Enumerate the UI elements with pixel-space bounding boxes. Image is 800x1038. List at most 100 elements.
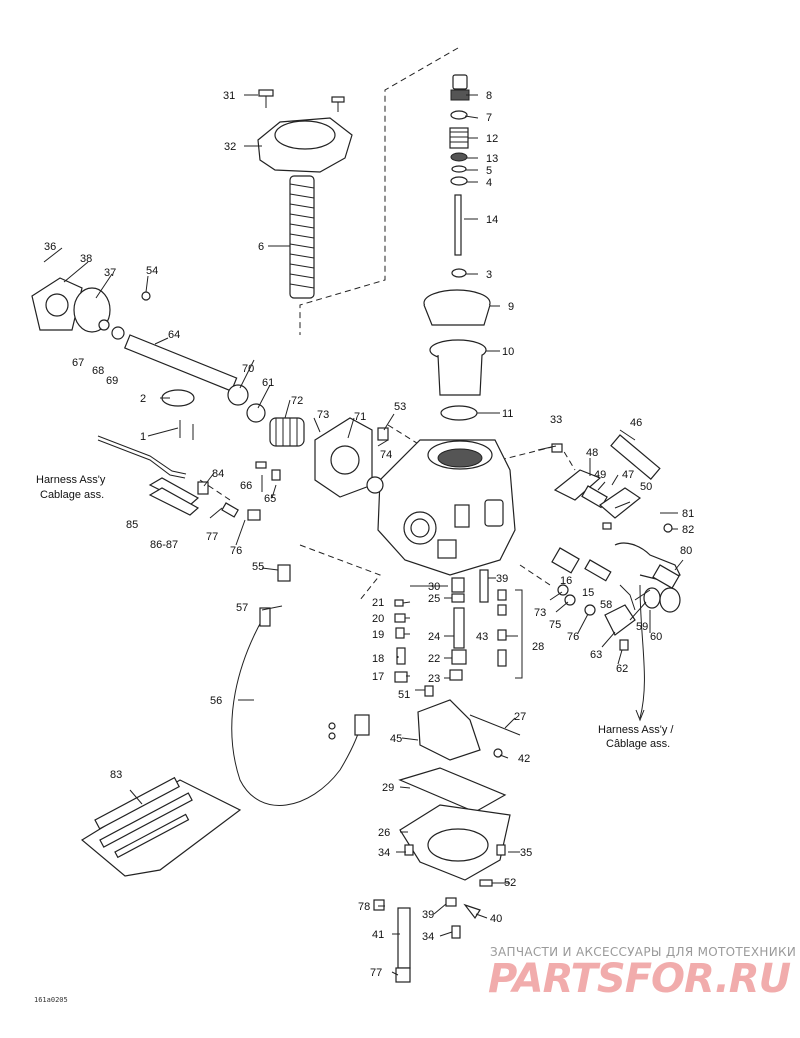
- callout-54: 54: [146, 265, 158, 277]
- callout-42: 41: [372, 929, 384, 941]
- callout-15: 15: [582, 587, 594, 599]
- diaphragm-slide: [423, 289, 491, 421]
- screw-31b: [331, 96, 345, 112]
- callout-46: 46: [630, 417, 642, 429]
- callout-18: 18: [372, 653, 384, 665]
- callout-66: 66: [240, 480, 252, 492]
- callout-29: 29: [382, 782, 394, 794]
- callout-75: 75: [549, 619, 561, 631]
- callout-86-87: 85: [126, 519, 138, 531]
- callout-71: 71: [354, 411, 366, 423]
- callout-31: 31: [223, 90, 235, 102]
- needle-stack: [449, 74, 470, 278]
- watermark: ЗАПЧАСТИ И АКСЕССУАРЫ ДЛЯ МОТОТЕХНИКИ PA…: [488, 945, 796, 1002]
- spring-72: [269, 417, 305, 447]
- throttle-shaft-64: [123, 334, 238, 392]
- callout-14: 14: [486, 214, 498, 226]
- callout-67: 67: [72, 357, 84, 369]
- callout-36: 36: [44, 241, 56, 253]
- callout-37: 37: [104, 267, 116, 279]
- callout-76: 76: [567, 631, 579, 643]
- callout-35a: 34: [378, 847, 390, 859]
- callout-52: 52: [504, 877, 516, 889]
- callout-4: 4: [486, 177, 492, 189]
- callout-65: 65: [264, 493, 276, 505]
- drawing-code: 161a0205: [34, 996, 68, 1004]
- callout-labels: 31 32 6 8 7 12 13 5 4 14 3 9 10 11 36 38…: [44, 90, 694, 979]
- callout-53: 53: [394, 401, 406, 413]
- callout-33: 33: [550, 414, 562, 426]
- top-cover-group: [257, 89, 353, 299]
- harness-note-left-line2: Cablage ass.: [40, 489, 104, 501]
- callout-10: 10: [502, 346, 514, 358]
- callout-12: 12: [486, 133, 498, 145]
- watermark-tagline: ЗАПЧАСТИ И АКСЕССУАРЫ ДЛЯ МОТОТЕХНИКИ: [490, 945, 796, 959]
- callout-27: 27: [514, 711, 526, 723]
- callout-3: 3: [486, 269, 492, 281]
- callout-45: 45: [390, 733, 402, 745]
- callout-60: 60: [650, 631, 662, 643]
- callout-78: 77: [206, 531, 218, 543]
- callout-68: 68: [92, 365, 104, 377]
- watermark-logo: PARTSFOR.RU: [488, 956, 791, 1002]
- right-side-group: [551, 434, 681, 722]
- callout-35b: 35: [520, 847, 532, 859]
- callout-47: 47: [622, 469, 634, 481]
- callout-25: 25: [428, 593, 440, 605]
- callout-21: 21: [372, 597, 384, 609]
- callout-84: 83: [110, 769, 122, 781]
- left-harness-group: [97, 435, 291, 582]
- callout-73a: 73: [317, 409, 329, 421]
- callout-79: 77: [370, 967, 382, 979]
- callout-26: 26: [378, 827, 390, 839]
- callout-7: 7: [486, 112, 492, 124]
- callout-49: 49: [594, 469, 606, 481]
- callout-39: 39: [496, 573, 508, 585]
- callout-61: 61: [262, 377, 274, 389]
- callout-19: 19: [372, 629, 384, 641]
- callout-34: 34: [422, 931, 434, 943]
- callout-86-88: 86-87: [150, 539, 178, 551]
- callout-20: 20: [372, 613, 384, 625]
- callout-56: 56: [210, 695, 222, 707]
- callout-40: 39: [422, 909, 434, 921]
- callout-9: 9: [508, 301, 514, 313]
- callout-51: 51: [398, 689, 410, 701]
- callout-64: 64: [168, 329, 180, 341]
- throttle-cable-56: [231, 607, 370, 806]
- float-bowl-group: [373, 699, 521, 983]
- harness-notes: Harness Ass'y Cablage ass. Harness Ass'y…: [36, 474, 674, 750]
- callout-80: 78: [358, 901, 370, 913]
- tool-kit-84: [80, 776, 242, 877]
- callout-5: 5: [486, 165, 492, 177]
- leader-lines: [43, 94, 684, 976]
- callout-6: 6: [258, 241, 264, 253]
- callout-70: 70: [242, 363, 254, 375]
- callout-83: 82: [682, 524, 694, 536]
- callout-57: 57: [236, 602, 248, 614]
- callout-24: 24: [428, 631, 440, 643]
- callout-85: 84: [212, 468, 224, 480]
- spring-6: [289, 175, 315, 299]
- callout-62: 62: [616, 663, 628, 675]
- callout-38: 38: [80, 253, 92, 265]
- callout-32: 32: [224, 141, 236, 153]
- harness-note-left-line1: Harness Ass'y: [36, 474, 106, 486]
- left-chamber-group: [31, 277, 389, 498]
- callout-63: 63: [590, 649, 602, 661]
- harness-note-right-line2: Câblage ass.: [606, 738, 670, 750]
- callout-13: 13: [486, 153, 498, 165]
- callout-74: 74: [380, 449, 392, 461]
- callout-23: 23: [428, 673, 440, 685]
- callout-28: 28: [532, 641, 544, 653]
- callout-2: 2: [140, 393, 146, 405]
- callout-58: 58: [600, 599, 612, 611]
- carburetor-body: [377, 439, 516, 576]
- float-45: [417, 699, 481, 761]
- callout-1: 1: [140, 431, 146, 443]
- callout-44: 43: [476, 631, 488, 643]
- callout-59: 59: [636, 621, 648, 633]
- callout-72: 72: [291, 395, 303, 407]
- callout-11: 11: [502, 408, 513, 420]
